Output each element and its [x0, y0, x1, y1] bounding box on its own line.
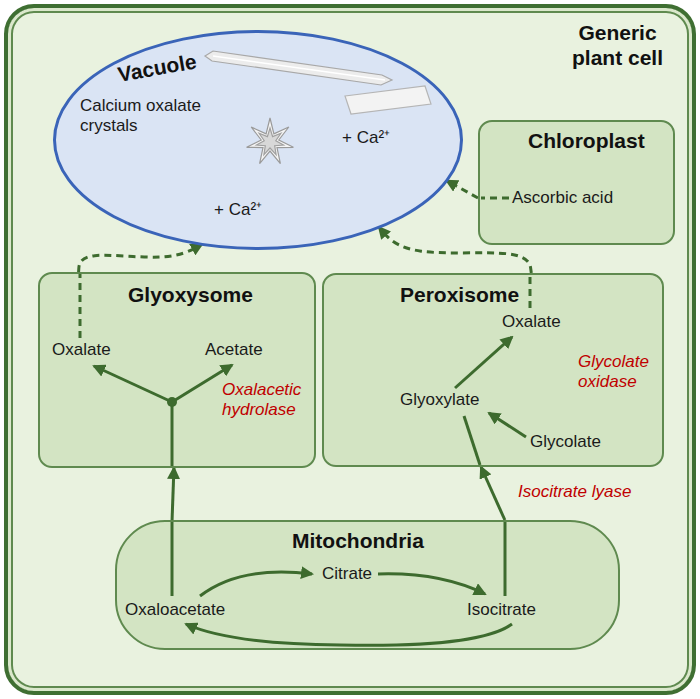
- crystal-label: Calcium oxalate crystals: [80, 96, 230, 137]
- druse-crystal: [247, 118, 294, 164]
- flow-arrow: [94, 366, 172, 402]
- metabolite: Oxalate: [52, 340, 111, 360]
- flow-line: [171, 522, 174, 596]
- metabolite: Isocitrate: [467, 600, 536, 620]
- ion-label: + Ca²⁺: [214, 200, 262, 220]
- cycle-arrow: [186, 624, 512, 645]
- raphide-crystal: [205, 51, 392, 85]
- organelle-name: Peroxisome: [400, 282, 519, 307]
- enzyme-label: Glycolate oxidase: [578, 352, 658, 393]
- organelle-box: GlyoxysomeOxalate AcetateOxalacetic hydro…: [38, 272, 316, 468]
- flow-line: [79, 274, 82, 338]
- crystal-facet: [213, 56, 385, 80]
- metabolite: Ascorbic acid: [512, 188, 613, 208]
- prismatic-crystal: [345, 86, 431, 114]
- flow-line: [464, 416, 480, 465]
- ion-label: + Ca²⁺: [342, 128, 390, 148]
- branch-dot: [167, 397, 177, 407]
- flow-line: [504, 522, 507, 596]
- cell-boundary: Generic plant cellVacuoleCalcium oxalate…: [4, 4, 696, 695]
- druse-facet: [256, 128, 283, 155]
- vacuole-ellipse: VacuoleCalcium oxalate crystals+ Ca²⁺+ C…: [53, 30, 463, 250]
- metabolite: Glycolate: [530, 432, 601, 452]
- flow-connector: [447, 181, 478, 198]
- cycle-arrow: [200, 572, 312, 596]
- flow-line: [171, 404, 174, 466]
- metabolite: Glyoxylate: [400, 390, 479, 410]
- metabolite: Oxalate: [502, 312, 561, 332]
- organelle-name: Chloroplast: [528, 128, 645, 153]
- metabolite: Citrate: [322, 564, 372, 584]
- enzyme-label: Isocitrate lyase: [516, 482, 633, 502]
- organelle-box: MitochondriaOxaloacetate CitrateIsocitrat…: [115, 520, 620, 650]
- enzyme-label: Oxalacetic hydrolase: [222, 380, 310, 421]
- organelle-box: PeroxisomeOxalateGlyoxylateGlycolate Glyc…: [322, 273, 664, 467]
- flow-line: [481, 197, 509, 200]
- organelle-name: Mitochondria: [292, 528, 424, 553]
- flow-connector: [481, 467, 505, 520]
- flow-connector: [172, 468, 174, 520]
- metabolite: Acetate: [205, 340, 263, 360]
- metabolite: Oxaloacetate: [125, 600, 225, 620]
- cell-title: Generic plant cell: [560, 20, 675, 70]
- flow-arrow: [455, 337, 512, 388]
- vacuole-outline: [55, 32, 462, 249]
- organelle-box: ChloroplastAscorbic acid: [478, 120, 675, 245]
- flow-connector: [79, 244, 202, 272]
- cycle-arrow: [378, 574, 485, 594]
- flow-line: [529, 275, 532, 308]
- organelle-name: Glyoxysome: [128, 282, 253, 307]
- flow-arrow: [489, 413, 526, 437]
